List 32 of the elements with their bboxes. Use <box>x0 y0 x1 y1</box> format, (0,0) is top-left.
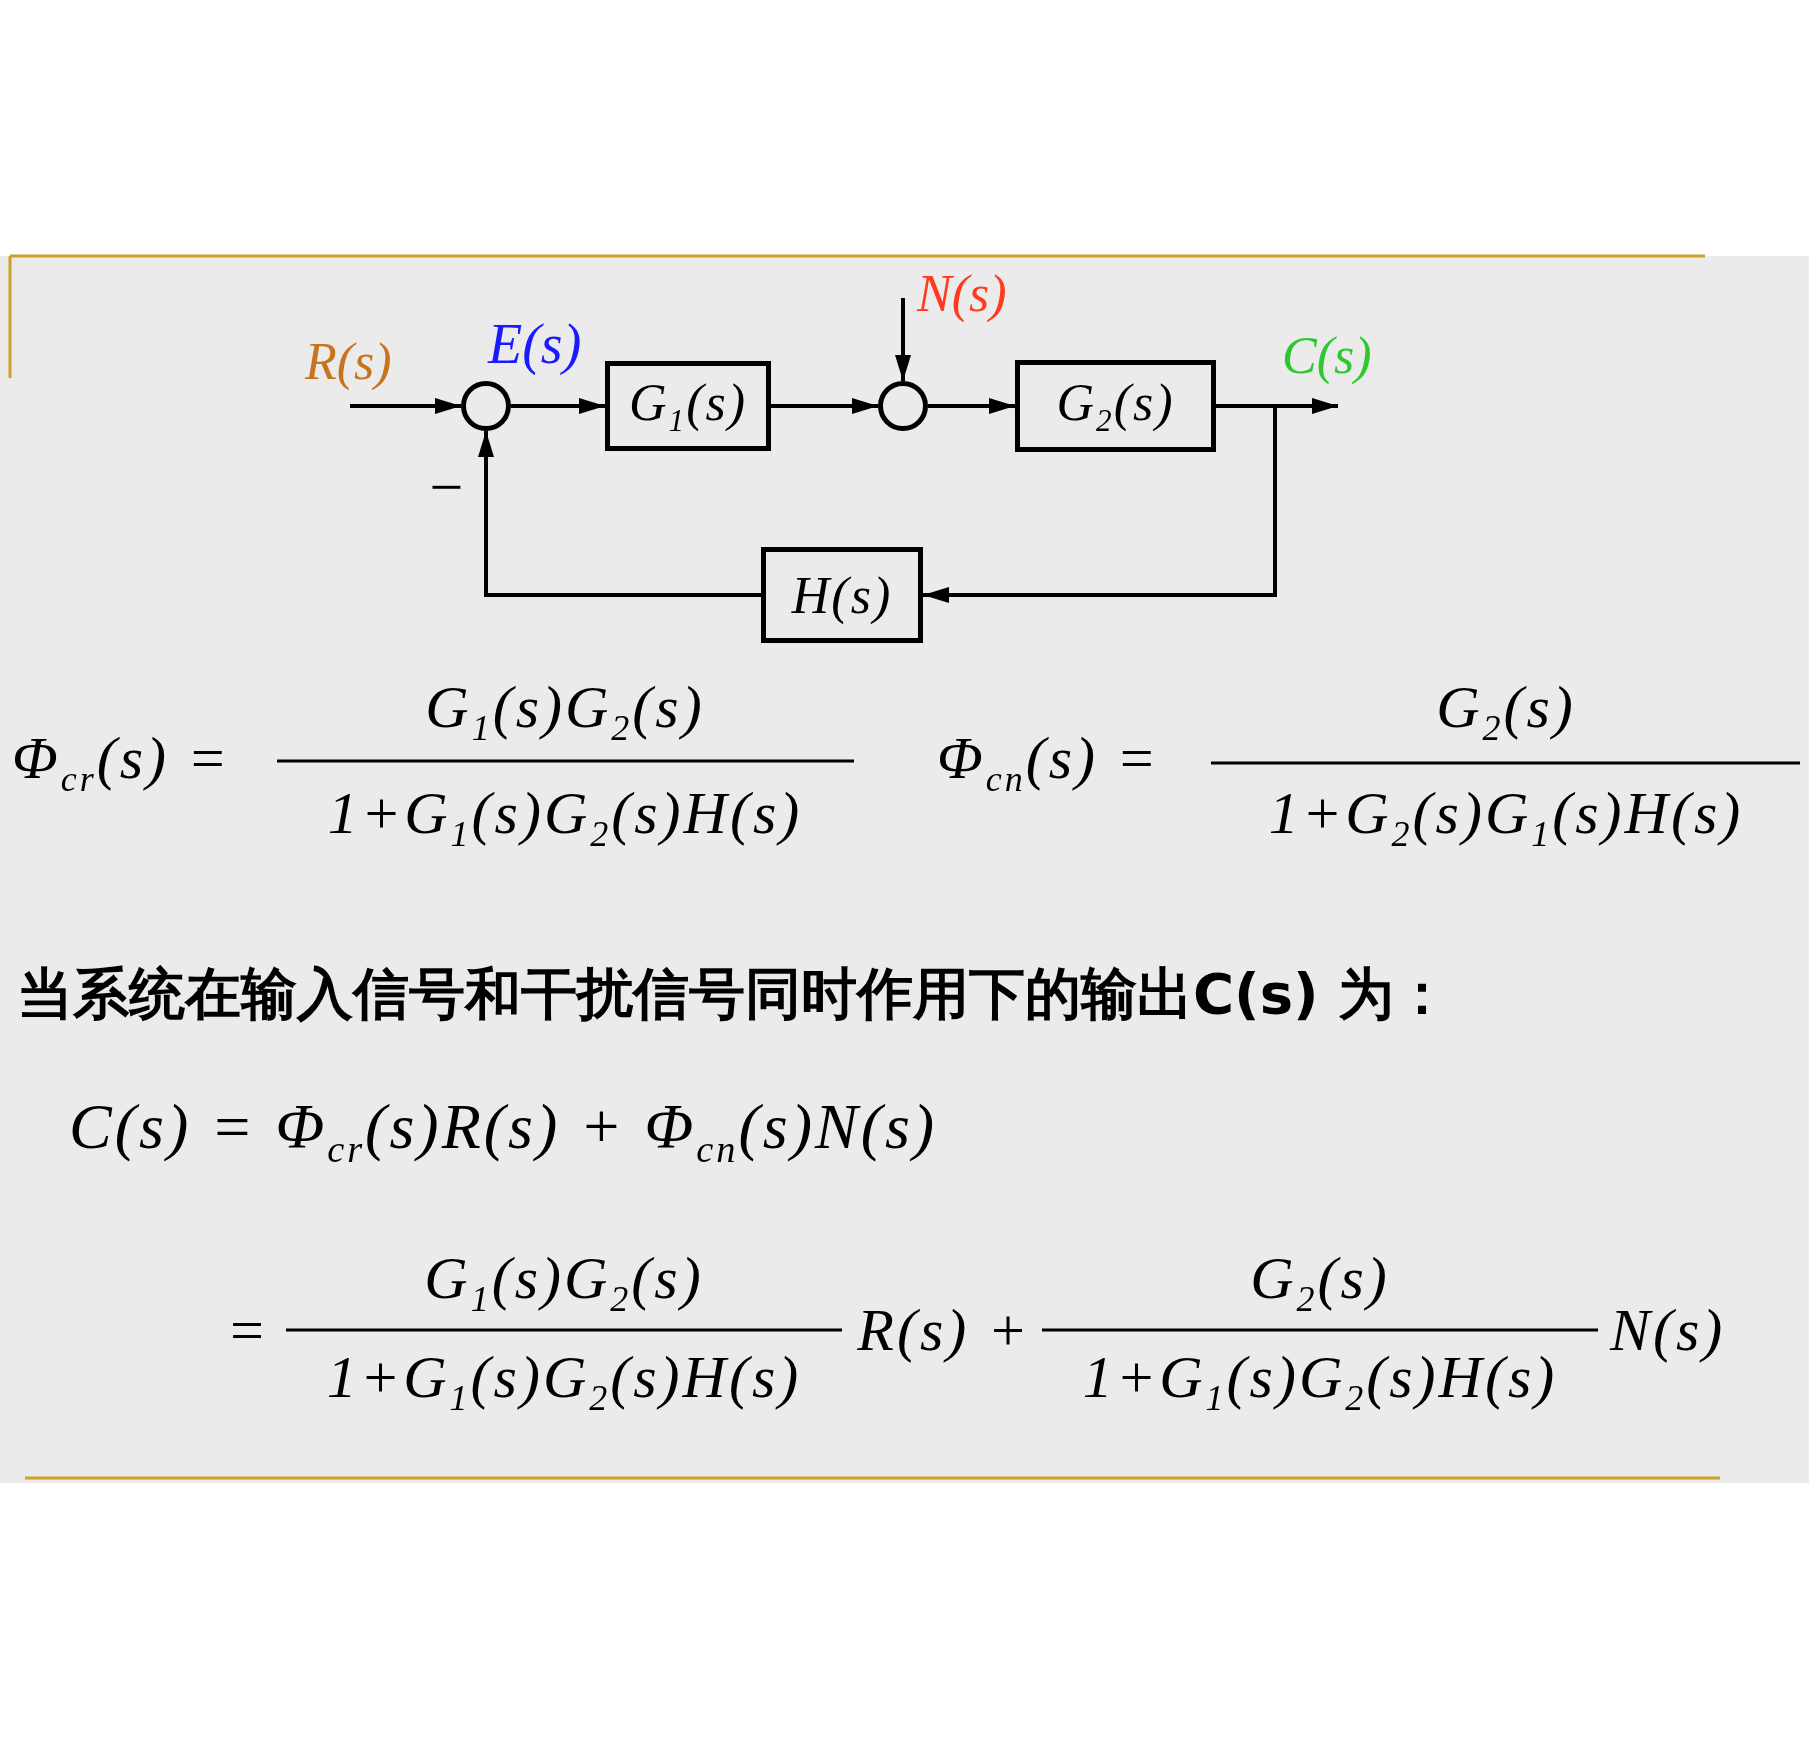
formula-text: N(s) <box>1610 1297 1726 1363</box>
formula-text: 1+G$_{2}$(s)G$_{1}$(s)H(s) <box>1268 779 1744 855</box>
formula-text: G$_{2}$(s) <box>1250 1244 1390 1320</box>
signal-label: C(s) <box>1282 330 1402 406</box>
transfer-function-block <box>1015 360 1216 452</box>
formula-text: 1+G$_{1}$(s)G$_{2}$(s)H(s) <box>326 1343 802 1419</box>
formula-text: C(s) = Φ$_{cr}$(s)R(s) + Φ$_{cn}$(s)N(s) <box>69 1092 938 1170</box>
formula-text: G$_{1}$(s)G$_{2}$(s) <box>425 673 705 749</box>
transfer-function: G$_{2}$(s) <box>1056 372 1175 440</box>
arrow <box>771 398 878 414</box>
arrow <box>350 398 461 414</box>
arrow <box>895 298 911 381</box>
description-text: 当系统在输入信号和干扰信号同时作用下的输出C(s) 为： <box>17 963 1451 1025</box>
arrow <box>923 404 1277 603</box>
transfer-function: G$_{1}$(s) <box>629 372 747 440</box>
formula-text: 1+G$_{1}$(s)G$_{2}$(s)H(s) <box>1082 1343 1558 1419</box>
signal-label: N(s) <box>903 268 1048 332</box>
formula-text: R(s) + <box>857 1297 1031 1363</box>
formula-text: G$_{1}$(s)G$_{2}$(s) <box>424 1244 704 1320</box>
transfer-function-block <box>761 547 923 643</box>
formula-text: = <box>226 1297 270 1363</box>
formula-text: Φ$_{cn}$(s) = <box>937 724 1160 800</box>
arrow <box>511 398 605 414</box>
formula-text: G$_{2}$(s) <box>1436 673 1576 749</box>
arrow <box>478 431 761 597</box>
arrow <box>928 398 1015 414</box>
signal-label: R(s) <box>305 336 417 406</box>
formula-text: 1+G$_{1}$(s)G$_{2}$(s)H(s) <box>327 779 803 855</box>
transfer-function-block <box>605 361 771 451</box>
formula-text: Φ$_{cr}$(s) = <box>12 724 231 800</box>
sign-label: − <box>429 454 467 520</box>
transfer-function: H(s) <box>791 565 893 625</box>
